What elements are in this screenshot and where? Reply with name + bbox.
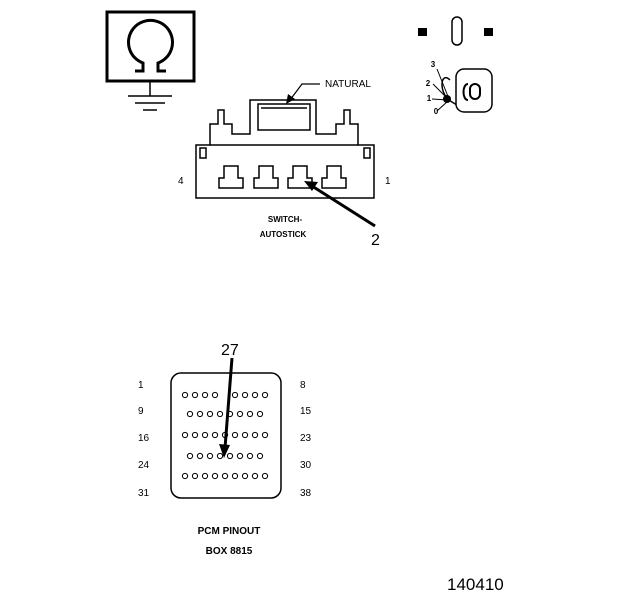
pcm-title: PCM PINOUT — [198, 526, 261, 537]
pin-2-callout-arrow — [304, 181, 376, 228]
pcm-pin-hole — [181, 472, 189, 480]
pcm-row3-right-label: 23 — [300, 433, 312, 444]
pcm-pin-hole — [216, 410, 224, 418]
pcm-row4-left-label: 24 — [138, 460, 150, 471]
connector-pin-4-label: 4 — [178, 176, 184, 187]
pcm-pin-hole — [241, 391, 249, 399]
pcm-pin-hole — [191, 431, 199, 439]
pcm-pin-hole — [201, 472, 209, 480]
pcm-pin-hole — [201, 431, 209, 439]
pcm-pin-hole — [211, 391, 219, 399]
pcm-connector-body — [170, 372, 282, 499]
pcm-pin-hole — [216, 452, 224, 460]
natural-label: NATURAL — [325, 79, 371, 90]
pcm-row4-right-label: 30 — [300, 460, 312, 471]
connector-name-line2: AUTOSTICK — [260, 230, 307, 239]
ignition-position-2: 2 — [426, 79, 431, 88]
connector-name-line1: SWITCH- — [268, 215, 303, 224]
pin-27-callout-arrow — [219, 357, 234, 458]
pcm-pin-hole — [261, 472, 269, 480]
pcm-pin-hole — [251, 472, 259, 480]
pcm-row1-right-label: 8 — [300, 380, 306, 391]
pcm-row2-left-label: 9 — [138, 406, 144, 417]
pcm-pin-hole — [256, 410, 264, 418]
ignition-position-0: 0 — [434, 107, 439, 116]
pcm-row5-left-label: 31 — [138, 488, 150, 499]
pcm-pin-hole — [186, 452, 194, 460]
pcm-pin-hole — [191, 391, 199, 399]
pcm-pin-hole — [211, 431, 219, 439]
pcm-pin-hole — [196, 452, 204, 460]
pcm-pin-hole — [236, 452, 244, 460]
pcm-pin-hole — [221, 472, 229, 480]
pcm-pin-hole — [261, 431, 269, 439]
pcm-pin-hole — [211, 472, 219, 480]
pcm-pin-hole — [256, 452, 264, 460]
pcm-pin-hole — [226, 452, 234, 460]
natural-callout-arrow — [286, 83, 320, 104]
pcm-pin-hole — [196, 410, 204, 418]
autostick-connector — [195, 99, 375, 199]
ignition-key-icon — [418, 16, 493, 113]
ignition-position-1: 1 — [427, 94, 432, 103]
pcm-row3-left-label: 16 — [138, 433, 150, 444]
pcm-pin-hole — [206, 410, 214, 418]
pcm-pin-grid — [181, 391, 269, 480]
connector-pin-1-label: 1 — [385, 176, 391, 187]
ignition-position-3: 3 — [431, 60, 436, 69]
figure-number: 140410 — [447, 575, 504, 594]
pcm-pin-hole — [201, 391, 209, 399]
pcm-pin-hole — [231, 472, 239, 480]
pcm-pin-hole — [181, 431, 189, 439]
pcm-pin-hole — [206, 452, 214, 460]
pcm-pin-hole — [251, 391, 259, 399]
pcm-pin-hole — [246, 410, 254, 418]
pcm-box-number: BOX 8815 — [206, 546, 253, 557]
pcm-pin-hole — [236, 410, 244, 418]
pcm-pin-hole — [241, 472, 249, 480]
pcm-pin-hole — [231, 391, 239, 399]
pcm-pin-hole — [181, 391, 189, 399]
pcm-pin-hole — [251, 431, 259, 439]
callout-2-label: 2 — [371, 232, 380, 249]
ohmmeter-icon — [105, 10, 196, 111]
pcm-pin-hole — [261, 391, 269, 399]
pcm-pin-hole — [191, 472, 199, 480]
pcm-row5-right-label: 38 — [300, 488, 312, 499]
pcm-row2-right-label: 15 — [300, 406, 312, 417]
pcm-pin-hole — [246, 452, 254, 460]
callout-27-label: 27 — [221, 342, 239, 359]
pcm-row1-left-label: 1 — [138, 380, 144, 391]
pcm-pin-hole — [231, 431, 239, 439]
pcm-pin-hole — [241, 431, 249, 439]
pcm-pin-hole — [186, 410, 194, 418]
